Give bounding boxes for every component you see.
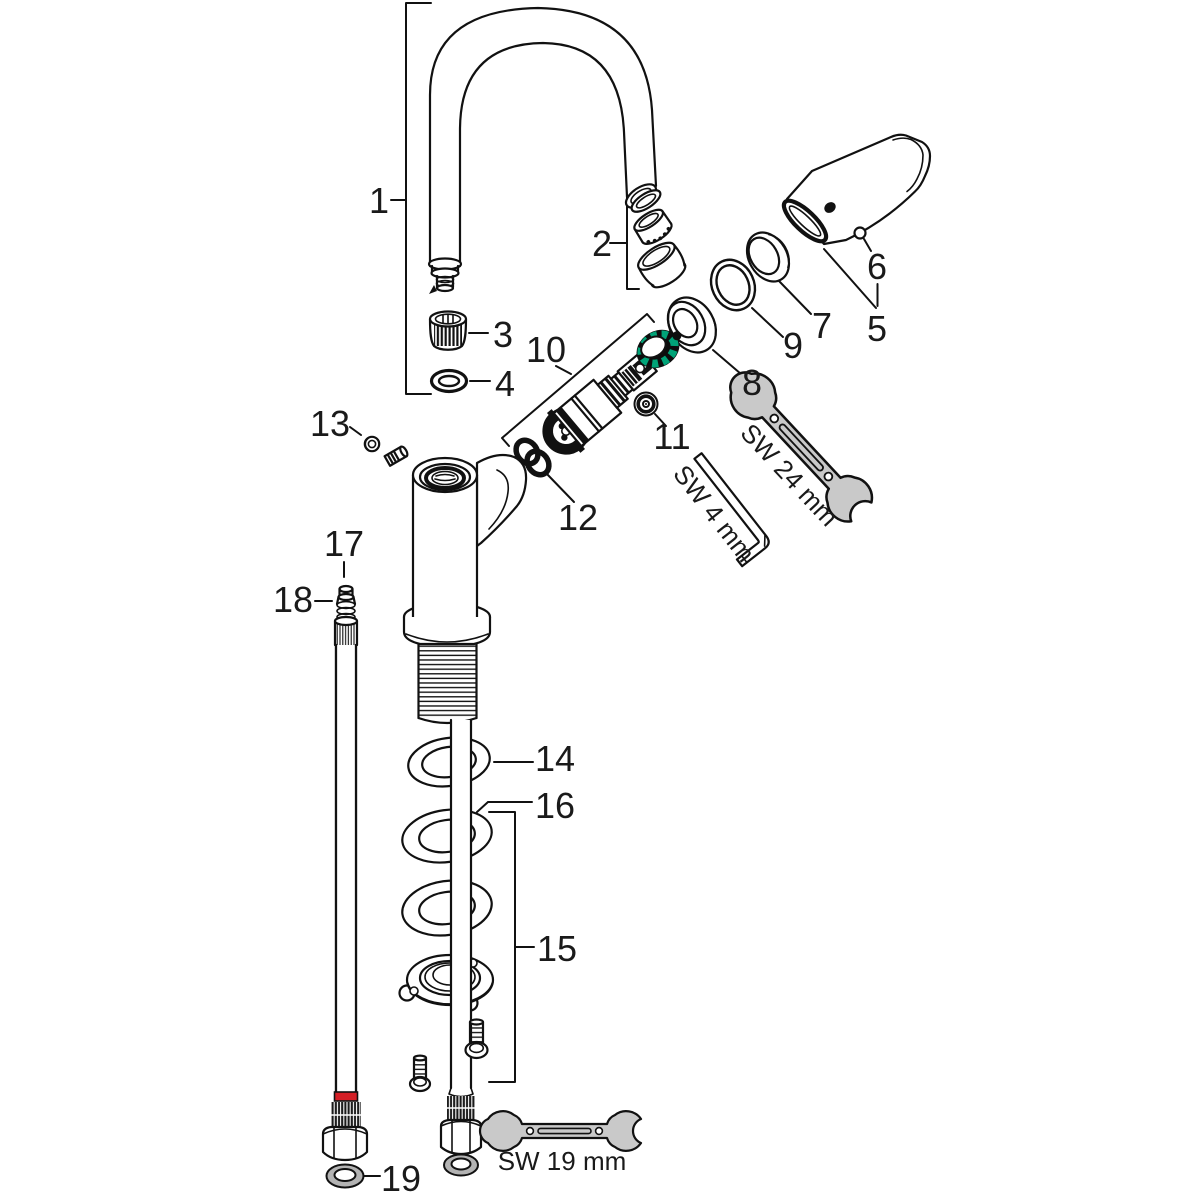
part-label-16: 16: [535, 785, 575, 826]
part-label-4: 4: [495, 363, 515, 404]
tool-label-sw19: SW 19 mm: [498, 1146, 627, 1176]
callout-lines: [314, 2, 879, 1177]
bevel-ring: [745, 231, 791, 283]
cartridge-socket: [475, 453, 528, 548]
aerator-set: [630, 189, 687, 289]
washer-15a: [401, 879, 493, 937]
spout-nipple: [427, 257, 463, 294]
spout: [427, 6, 658, 294]
fixing-screw-right: [464, 1018, 489, 1060]
handle-set-screw: [853, 226, 867, 240]
aerator-washer: [630, 189, 662, 213]
supply-pipe-center: [439, 718, 483, 1177]
part-label-12: 12: [558, 497, 598, 538]
part-label-6: 6: [867, 246, 887, 287]
part-label-1: 1: [369, 180, 389, 221]
part-label-10: 10: [526, 329, 566, 370]
escutcheon-skirt: [402, 615, 492, 646]
washer-14: [407, 736, 491, 788]
part-label-19: 19: [381, 1158, 421, 1199]
part-label-3: 3: [493, 314, 513, 355]
faucet-body: [402, 453, 528, 725]
grub-screws: [363, 435, 409, 467]
handle-pin-hole: [824, 202, 836, 213]
part-labels: 1 2 3 4 5 6 7 8 9 10 11 12 13 14 15 16 1…: [273, 180, 887, 1199]
part-label-2: 2: [592, 223, 612, 264]
threaded-shank: [418, 644, 477, 718]
part-label-14: 14: [535, 738, 575, 779]
part-label-17: 17: [324, 523, 364, 564]
allen-key-icon: [693, 452, 770, 568]
aerator-shell: [637, 241, 687, 289]
washer-16: [401, 808, 493, 864]
handle-o-ring: [709, 258, 757, 312]
fixing-screw-left: [408, 1054, 432, 1093]
handle: [781, 133, 932, 246]
pipe-gasket: [443, 1153, 479, 1177]
flow-straightener: [428, 310, 468, 351]
part-label-15: 15: [537, 928, 577, 969]
part-label-13: 13: [310, 403, 350, 444]
part-label-11: 11: [653, 416, 690, 457]
spout-o-ring: [429, 368, 469, 394]
part-label-9: 9: [783, 325, 803, 366]
open-end-wrench-19-icon: [478, 1110, 643, 1152]
part-label-5: 5: [867, 308, 887, 349]
hose-red-band: [333, 1091, 359, 1102]
part-label-8: 8: [742, 362, 762, 403]
part-label-7: 7: [812, 305, 832, 346]
hose-collar: [335, 621, 357, 645]
shank-washers: [398, 736, 495, 1012]
flex-hose: [321, 584, 369, 1162]
cartridge-green-ring: [636, 329, 682, 369]
cartridge: [542, 350, 658, 455]
part-label-18: 18: [273, 579, 313, 620]
pipe-nut: [439, 1118, 483, 1156]
aerator-insert: [633, 208, 673, 245]
mounting-flange: [398, 953, 495, 1012]
hose-nut: [321, 1125, 369, 1162]
securing-clip: [513, 437, 552, 478]
stem-nut: [633, 391, 659, 417]
hose-gasket: [325, 1163, 365, 1189]
